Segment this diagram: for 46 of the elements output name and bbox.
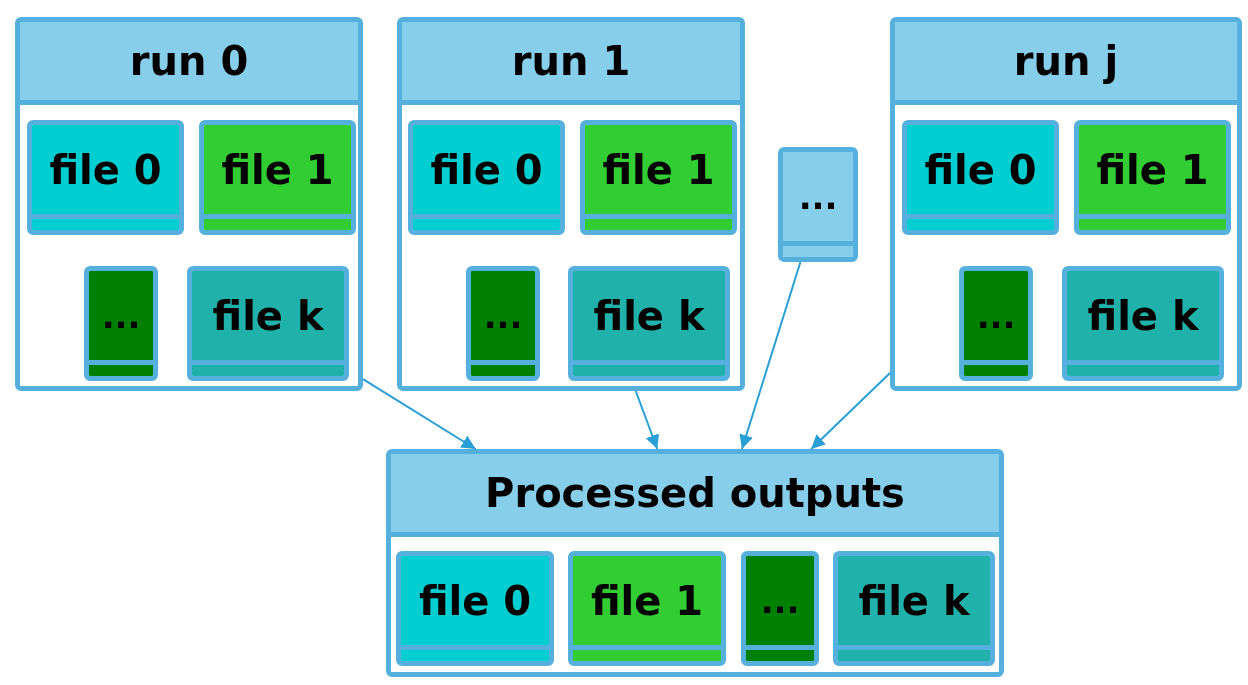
group-box <box>397 17 745 391</box>
file-label: file k <box>212 292 324 339</box>
file-label: file 1 <box>221 146 334 193</box>
file-label: file k <box>1087 292 1199 339</box>
group-box <box>890 17 1242 391</box>
file-box <box>568 551 726 666</box>
group-title: run 1 <box>511 38 631 84</box>
file-label: file 0 <box>49 146 162 193</box>
file-box <box>396 551 554 666</box>
group-title: run 0 <box>129 38 249 84</box>
file-label: ... <box>798 176 838 217</box>
file-box <box>466 266 540 381</box>
file-box <box>187 266 349 381</box>
arrow <box>739 261 802 450</box>
arrow <box>810 372 891 450</box>
group-title: run j <box>1013 38 1119 84</box>
group-box <box>386 449 1004 677</box>
file-box <box>27 120 184 235</box>
file-box <box>84 266 158 381</box>
file-label: ... <box>976 295 1016 336</box>
file-box <box>741 551 819 666</box>
file-label: ... <box>760 580 800 621</box>
file-label: file 1 <box>590 577 704 624</box>
file-box <box>580 120 737 235</box>
file-box <box>959 266 1033 381</box>
file-box <box>1074 120 1231 235</box>
file-box <box>778 147 858 262</box>
file-box <box>833 551 995 666</box>
file-box <box>199 120 356 235</box>
file-label: ... <box>101 295 141 336</box>
file-label: ... <box>483 295 523 336</box>
file-box <box>568 266 730 381</box>
file-box <box>902 120 1059 235</box>
file-box <box>408 120 565 235</box>
group-title: Processed outputs <box>485 470 905 516</box>
arrow <box>362 378 477 450</box>
file-label: file 0 <box>430 146 543 193</box>
file-label: file k <box>858 577 970 624</box>
file-label: file 0 <box>418 577 532 624</box>
file-label: file 1 <box>602 146 715 193</box>
file-label: file k <box>593 292 705 339</box>
arrow <box>634 390 659 450</box>
file-label: file 0 <box>924 146 1037 193</box>
file-box <box>1062 266 1224 381</box>
file-label: file 1 <box>1096 146 1209 193</box>
group-box <box>15 17 363 391</box>
